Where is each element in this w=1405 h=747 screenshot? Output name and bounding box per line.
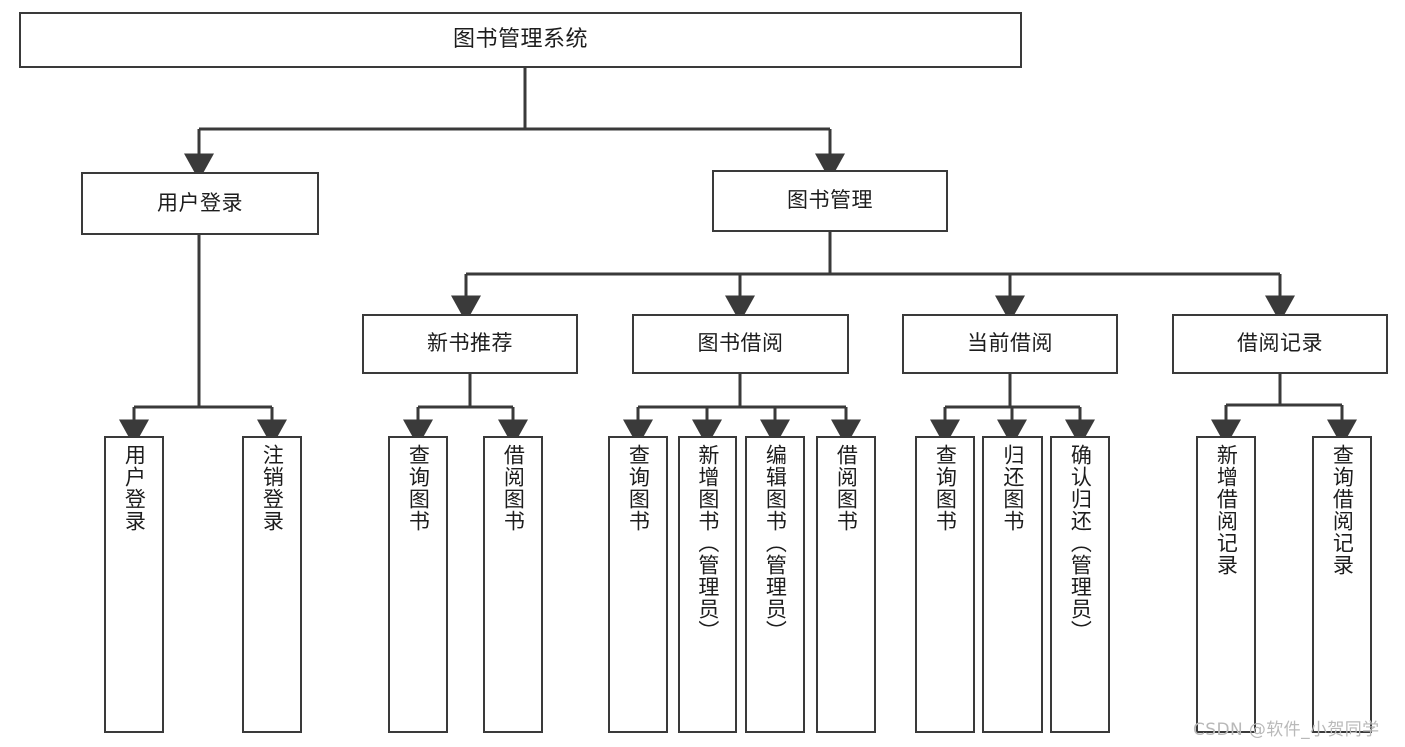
node-label: 查询图书 bbox=[933, 444, 958, 532]
node-label: 用户登录 bbox=[157, 190, 243, 215]
leaf-user-login[interactable]: 用户登录 bbox=[104, 436, 164, 733]
node-current-borrow[interactable]: 当前借阅 bbox=[902, 314, 1118, 374]
leaf-edit-book-admin[interactable]: 编辑图书（管理员） bbox=[745, 436, 805, 733]
node-label: 当前借阅 bbox=[967, 331, 1053, 356]
node-label: 借阅图书 bbox=[501, 444, 526, 532]
leaf-add-borrow-record[interactable]: 新增借阅记录 bbox=[1196, 436, 1256, 733]
node-borrow-record[interactable]: 借阅记录 bbox=[1172, 314, 1388, 374]
node-label: 用户登录 bbox=[122, 444, 147, 532]
node-label: 借阅记录 bbox=[1237, 331, 1323, 356]
node-label: 新书推荐 bbox=[427, 331, 513, 356]
leaf-add-book-admin[interactable]: 新增图书（管理员） bbox=[678, 436, 737, 733]
node-label: 归还图书 bbox=[1000, 444, 1025, 532]
leaf-query-book-current[interactable]: 查询图书 bbox=[915, 436, 975, 733]
csdn-watermark: CSDN @软件_小贺同学 bbox=[1193, 720, 1380, 740]
leaf-logout-login[interactable]: 注销登录 bbox=[242, 436, 302, 733]
node-label: 查询借阅记录 bbox=[1330, 444, 1355, 576]
node-label: 查询图书 bbox=[626, 444, 651, 532]
leaf-borrow-book-recommend[interactable]: 借阅图书 bbox=[483, 436, 543, 733]
leaf-confirm-return-admin[interactable]: 确认归还（管理员） bbox=[1050, 436, 1110, 733]
node-label: 新增借阅记录 bbox=[1214, 444, 1239, 576]
node-label: 编辑图书（管理员） bbox=[763, 444, 788, 642]
leaf-query-borrow-record[interactable]: 查询借阅记录 bbox=[1312, 436, 1372, 733]
leaf-query-book-recommend[interactable]: 查询图书 bbox=[388, 436, 448, 733]
node-new-book-recommend[interactable]: 新书推荐 bbox=[362, 314, 578, 374]
node-label: 注销登录 bbox=[260, 444, 285, 532]
leaf-return-book[interactable]: 归还图书 bbox=[982, 436, 1043, 733]
node-label: 新增图书（管理员） bbox=[695, 444, 720, 642]
node-label: 图书借阅 bbox=[697, 331, 784, 356]
node-user-login[interactable]: 用户登录 bbox=[81, 172, 319, 235]
node-label: 图书管理系统 bbox=[452, 26, 588, 52]
node-label: 确认归还（管理员） bbox=[1068, 444, 1093, 642]
node-label: 图书管理 bbox=[787, 188, 873, 213]
node-root-book-management-system[interactable]: 图书管理系统 bbox=[19, 12, 1022, 68]
node-book-borrow[interactable]: 图书借阅 bbox=[632, 314, 849, 374]
node-label: 查询图书 bbox=[406, 444, 431, 532]
node-book-management[interactable]: 图书管理 bbox=[712, 170, 948, 232]
leaf-borrow-book[interactable]: 借阅图书 bbox=[816, 436, 876, 733]
node-label: 借阅图书 bbox=[834, 444, 859, 532]
leaf-query-book-borrow[interactable]: 查询图书 bbox=[608, 436, 668, 733]
